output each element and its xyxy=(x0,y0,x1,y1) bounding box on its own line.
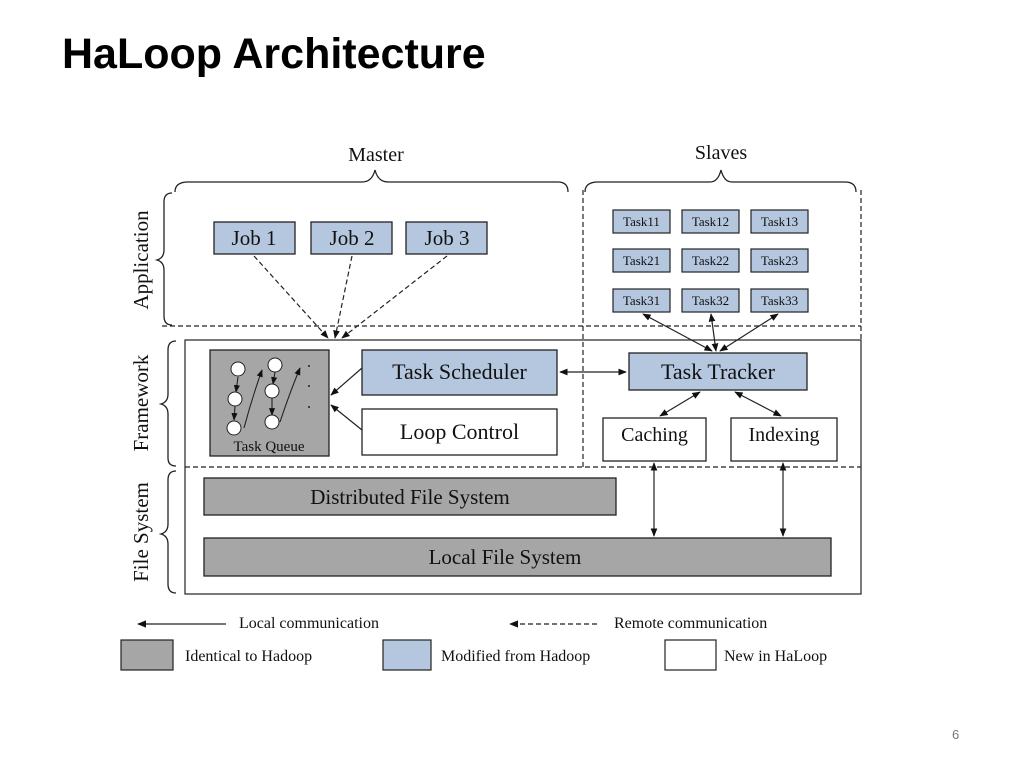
slaves-brace xyxy=(584,169,857,193)
task-queue-label: Task Queue xyxy=(233,439,304,455)
legend-remote-label: Remote communication xyxy=(614,615,767,632)
indexing-box xyxy=(730,417,838,462)
indexing-label: Indexing xyxy=(748,424,819,446)
queue-node xyxy=(227,391,243,407)
task-31-label: Task31 xyxy=(623,293,660,308)
legend-new-swatch xyxy=(664,639,717,671)
task-scheduler-label: Task Scheduler xyxy=(392,359,527,384)
layer-label-application: Application xyxy=(129,210,153,310)
caching-label: Caching xyxy=(621,424,688,446)
legend-local-label: Local communication xyxy=(239,615,379,632)
loop-control-label: Loop Control xyxy=(400,419,519,444)
task-33-box xyxy=(750,288,809,313)
application-brace xyxy=(154,192,173,326)
task-queue-graph xyxy=(231,367,301,429)
task-23-label: Task23 xyxy=(761,253,798,268)
queue-dots xyxy=(308,365,310,408)
task-13-label: Task13 xyxy=(761,214,798,229)
caching-box xyxy=(602,417,707,462)
queue-node xyxy=(264,414,280,430)
lfs-label: Local File System xyxy=(429,545,582,569)
job-3-label: Job 3 xyxy=(425,226,470,250)
task-32-tracker-arrow xyxy=(708,313,719,352)
task-11-box xyxy=(612,209,671,234)
legend-modified-swatch xyxy=(382,639,432,671)
job-2-box xyxy=(310,221,393,255)
job-1-remote-arrow xyxy=(253,255,329,339)
slaves-label: Slaves xyxy=(695,142,747,164)
task-12-box xyxy=(681,209,740,234)
legend-identical-label: Identical to Hadoop xyxy=(185,648,312,665)
dfs-label: Distributed File System xyxy=(310,485,510,509)
layer-label-framework: Framework xyxy=(129,354,153,451)
task-32-label: Task32 xyxy=(692,293,729,308)
task-11-label: Task11 xyxy=(623,214,660,229)
lfs-box xyxy=(203,537,832,577)
task-31-tracker-arrow xyxy=(642,313,713,352)
task-33-tracker-arrow xyxy=(719,313,779,352)
task-21-label: Task21 xyxy=(623,253,660,268)
task-23-box xyxy=(750,248,809,273)
legend-identical-swatch xyxy=(120,639,174,671)
file-system-brace xyxy=(158,470,177,594)
legend-new-label: New in HaLoop xyxy=(724,648,827,665)
tracker-caching-arrow xyxy=(659,391,701,417)
job-2-label: Job 2 xyxy=(330,226,375,250)
queue-node xyxy=(264,383,280,399)
task-tracker-label: Task Tracker xyxy=(661,359,776,384)
loop-control-box xyxy=(361,408,558,456)
task-31-box xyxy=(612,288,671,313)
tracker-indexing-arrow xyxy=(734,391,782,417)
task-scheduler-box xyxy=(361,349,558,396)
queue-node xyxy=(226,420,242,436)
slide-title: HaLoop Architecture xyxy=(62,30,486,78)
task-22-box xyxy=(681,248,740,273)
task-33-label: Task33 xyxy=(761,293,798,308)
task-21-box xyxy=(612,248,671,273)
job-2-remote-arrow xyxy=(333,255,353,339)
dfs-box xyxy=(203,477,617,516)
layer-label-file-system: File System xyxy=(129,482,153,582)
job-3-box xyxy=(405,221,488,255)
master-label: Master xyxy=(348,144,404,166)
master-brace xyxy=(174,169,569,193)
task-22-label: Task22 xyxy=(692,253,729,268)
slide-number: 6 xyxy=(952,727,960,742)
job-3-remote-arrow xyxy=(341,255,448,339)
framework-brace xyxy=(158,340,177,467)
job-1-box xyxy=(213,221,296,255)
task-12-label: Task12 xyxy=(692,214,729,229)
scheduler-to-queue-arrow xyxy=(330,367,363,396)
task-tracker-box xyxy=(628,352,808,391)
task-32-box xyxy=(681,288,740,313)
legend-modified-label: Modified from Hadoop xyxy=(441,648,590,665)
queue-node xyxy=(267,357,283,373)
loop-control-to-queue-arrow xyxy=(330,404,363,431)
task-13-box xyxy=(750,209,809,234)
job-1-label: Job 1 xyxy=(232,226,277,250)
queue-node xyxy=(230,361,246,377)
